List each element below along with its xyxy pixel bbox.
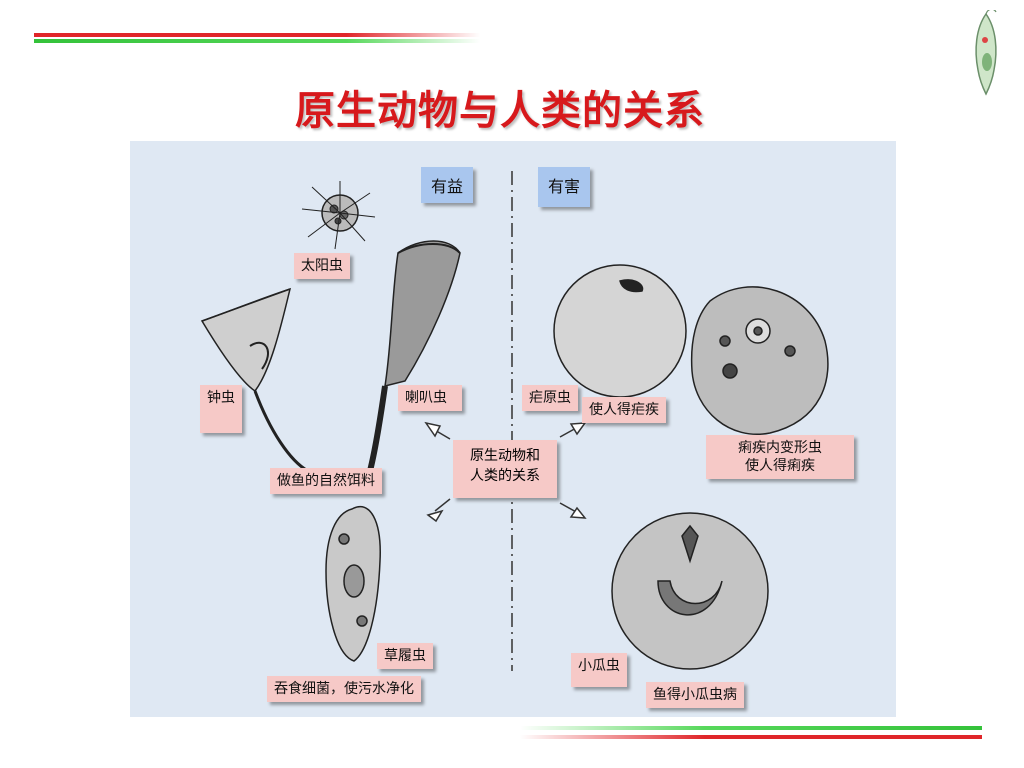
center-relation-box: 原生动物和 人类的关系 bbox=[453, 440, 557, 498]
center-line-1: 原生动物和 bbox=[470, 448, 540, 464]
harmful-header: 有害 bbox=[538, 167, 591, 207]
label-vorticella: 钟虫 bbox=[200, 385, 242, 433]
vorticella-icon bbox=[200, 287, 309, 473]
top-green-line bbox=[34, 39, 480, 43]
euglena-logo-icon bbox=[975, 10, 997, 96]
protozoa-diagram: 有益 有害 原生动物和 人类的关系 太阳虫 钟虫 喇叭虫 做鱼的自然饵料 草履虫… bbox=[130, 141, 896, 717]
bottom-red-line bbox=[520, 735, 982, 739]
label-ichthyophthirius: 小瓜虫 bbox=[571, 653, 627, 687]
page-title: 原生动物与人类的关系 bbox=[295, 87, 705, 134]
label-ichthyophthirius-effect: 鱼得小瓜虫病 bbox=[646, 682, 744, 708]
label-plasmodium-effect: 使人得疟疾 bbox=[582, 397, 666, 423]
heliozoa-icon bbox=[301, 181, 376, 250]
center-line-2: 人类的关系 bbox=[470, 468, 540, 484]
top-red-line bbox=[34, 33, 480, 37]
label-heliozoa: 太阳虫 bbox=[294, 253, 350, 279]
plasmodium-icon bbox=[553, 264, 687, 398]
bottom-green-line bbox=[520, 726, 982, 730]
label-entamoeba: 痢疾内变形虫 使人得痢疾 bbox=[706, 435, 854, 479]
label-stentor: 喇叭虫 bbox=[398, 385, 462, 411]
label-entamoeba-line1: 痢疾内变形虫 bbox=[738, 440, 822, 456]
label-plasmodium: 疟原虫 bbox=[522, 385, 578, 411]
beneficial-header: 有益 bbox=[421, 167, 474, 203]
relation-arrows bbox=[424, 421, 587, 523]
entamoeba-icon bbox=[690, 286, 829, 435]
diagram-artwork bbox=[200, 171, 829, 671]
stentor-icon bbox=[367, 240, 461, 472]
label-entamoeba-line2: 使人得痢疾 bbox=[745, 458, 815, 474]
ichthyophthirius-icon bbox=[611, 512, 769, 670]
label-fish-food: 做鱼的自然饵料 bbox=[270, 468, 382, 494]
paramecium-icon bbox=[325, 505, 381, 662]
label-paramecium: 草履虫 bbox=[377, 643, 433, 669]
label-paramecium-use: 吞食细菌，使污水净化 bbox=[267, 676, 421, 702]
